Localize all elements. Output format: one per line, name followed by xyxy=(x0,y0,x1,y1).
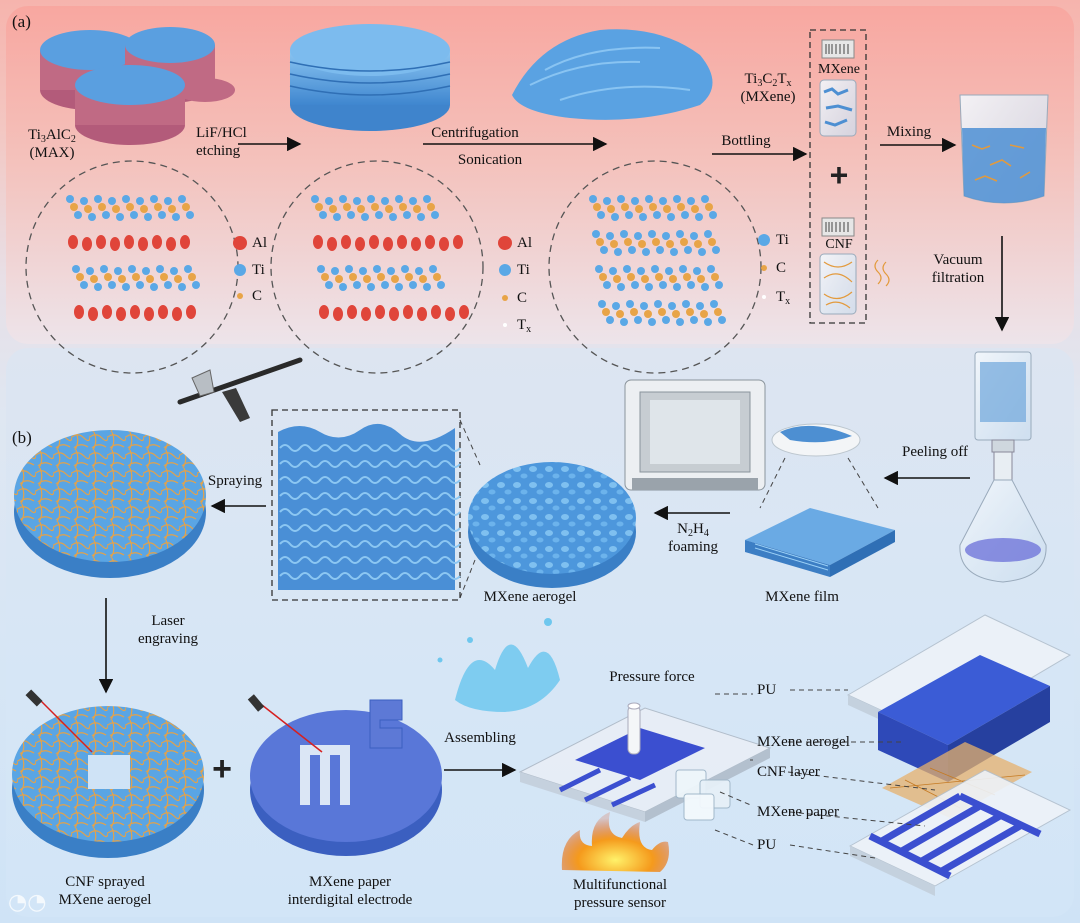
mxene-aerogel-label: MXene aerogel xyxy=(483,589,577,605)
leader-lines xyxy=(714,689,936,859)
layer-pu-bottom: PU xyxy=(757,837,777,853)
vials-box xyxy=(809,29,867,324)
ti-atom-icon xyxy=(499,264,511,276)
centrifugation-label: Centrifugation xyxy=(431,125,519,141)
peeling-off-label: Peeling off xyxy=(902,444,968,460)
assembling-label: Assembling xyxy=(444,730,516,746)
mxene-aerogel-disc xyxy=(468,462,636,588)
peeled-film-disc xyxy=(771,423,861,457)
pressure-force-label: Pressure force xyxy=(609,669,695,685)
max-phase-blocks xyxy=(40,27,235,145)
layer-mxene-paper: MXene paper xyxy=(757,804,840,820)
lattice-etched-circle xyxy=(270,160,484,374)
airbrush-icon xyxy=(177,357,303,422)
spraying-label: Spraying xyxy=(207,473,263,489)
tx-group-icon xyxy=(503,323,507,327)
sonication-label: Sonication xyxy=(457,152,523,168)
ti-atom-icon xyxy=(234,264,246,276)
plus-sign: + xyxy=(829,157,849,193)
legend-tx: Tx xyxy=(776,289,791,307)
mxene-film-slab xyxy=(745,508,895,577)
legend-ti: Ti xyxy=(776,232,789,248)
panel-a-tag: (a) xyxy=(12,12,31,31)
filtration-flask xyxy=(959,351,1047,583)
water-splash-icon xyxy=(437,618,560,712)
c-atom-icon xyxy=(761,265,767,271)
exploded-layers xyxy=(846,614,1072,896)
lattice-max-circle xyxy=(25,160,239,374)
ice-cubes-icon xyxy=(675,769,731,821)
layer-pu-top: PU xyxy=(757,682,777,698)
etched-mxene-stack xyxy=(289,24,451,131)
legend-tx: Tx xyxy=(517,317,532,335)
legend-ti: Ti xyxy=(252,262,265,278)
delaminated-mxene-flakes xyxy=(512,29,713,120)
lattice-mxene-circle xyxy=(548,160,762,374)
vial-mxene-label: MXene xyxy=(818,62,860,77)
engraved-cnf-disc xyxy=(12,689,204,858)
al-atom-icon xyxy=(233,236,247,250)
c-atom-icon xyxy=(502,295,508,301)
c-atom-icon xyxy=(237,293,243,299)
plus-sign: + xyxy=(212,750,232,788)
fire-flames-icon xyxy=(561,812,669,872)
mxene-vial xyxy=(819,39,857,137)
al-atom-icon xyxy=(498,236,512,250)
vial-cnf-label: CNF xyxy=(825,237,853,252)
mxene-film-label: MXene film xyxy=(765,589,839,605)
legend-c: C xyxy=(517,290,528,306)
interdigital-electrode-disc xyxy=(247,694,442,856)
cnf-fiber-icon xyxy=(874,259,890,287)
watermark-logo: ◔◔ xyxy=(8,890,47,915)
cnf-vial xyxy=(819,217,857,315)
ti-atom-icon xyxy=(758,234,770,246)
assembled-pressure-sensor xyxy=(518,702,772,822)
legend-c: C xyxy=(776,260,787,276)
panel-b-tag: (b) xyxy=(12,428,32,447)
bottling-label: Bottling xyxy=(721,133,771,149)
max-label: Ti3AlC2(MAX) xyxy=(28,127,76,161)
mixing-beaker xyxy=(959,94,1049,204)
aerogel-zoom-box xyxy=(271,409,461,601)
vacuum-oven xyxy=(624,379,766,491)
layer-cnf: CNF layer xyxy=(757,764,820,780)
cnf-sprayed-disc xyxy=(14,430,206,578)
legend-ti: Ti xyxy=(517,262,530,278)
mixing-label: Mixing xyxy=(886,124,932,140)
tx-group-icon xyxy=(762,295,766,299)
layer-mxene-aerogel: MXene aerogel xyxy=(757,734,850,750)
mxene-formula-label: Ti3C2Tx(MXene) xyxy=(740,71,796,105)
legend-al: Al xyxy=(517,235,532,251)
legend-al: Al xyxy=(252,235,267,251)
legend-c: C xyxy=(252,288,263,304)
aerogel-cross-section xyxy=(278,423,461,590)
